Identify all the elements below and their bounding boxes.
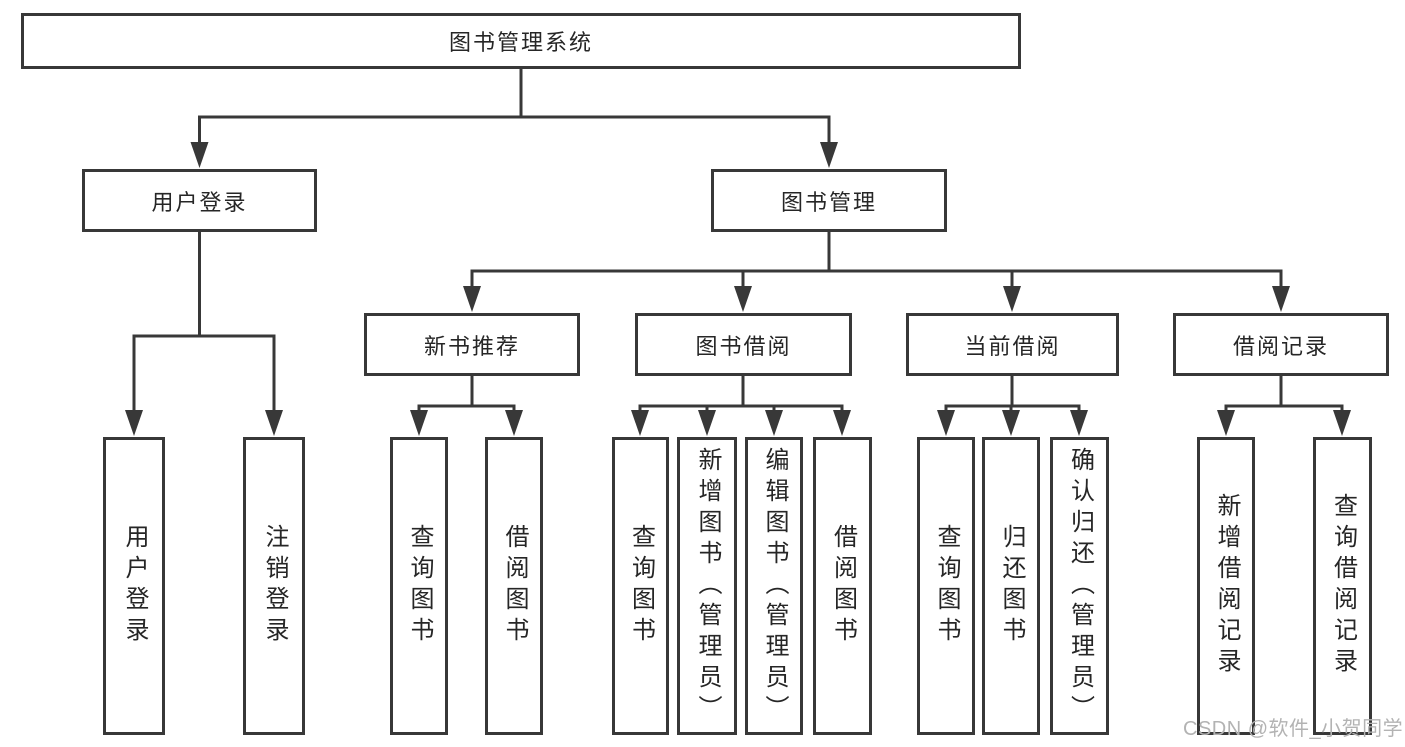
node-return-books: 归还图书	[982, 437, 1040, 735]
node-confirm-return-admin: 确认归还（管理员）	[1050, 437, 1109, 735]
node-label: 借阅图书	[829, 524, 857, 648]
arrowheads	[125, 142, 1351, 436]
node-label: 注销登录	[261, 524, 288, 648]
node-borrow-books-1: 借阅图书	[485, 437, 543, 735]
node-label: 图书管理	[780, 189, 877, 215]
node-leaf-user-login: 用户登录	[103, 437, 165, 735]
node-label: 查询图书	[627, 524, 655, 648]
node-current-borrowing: 当前借阅	[906, 313, 1119, 376]
node-label: 用户登录	[151, 189, 248, 215]
node-label: 借阅记录	[1232, 333, 1329, 359]
node-label: 新增图书（管理员）	[694, 446, 721, 726]
node-label: 编辑图书（管理员）	[761, 446, 788, 726]
node-label: 新增借阅记录	[1213, 493, 1240, 679]
node-label: 查询借阅记录	[1329, 493, 1357, 679]
node-query-books-3: 查询图书	[917, 437, 975, 735]
node-borrowing-records: 借阅记录	[1173, 313, 1389, 376]
node-book-management: 图书管理	[711, 169, 947, 232]
node-library-management-system: 图书管理系统	[21, 13, 1021, 69]
node-book-borrowing: 图书借阅	[635, 313, 852, 376]
node-label: 查询图书	[406, 524, 433, 648]
node-label: 用户登录	[121, 524, 148, 648]
node-borrow-books-2: 借阅图书	[813, 437, 872, 735]
node-label: 当前借阅	[964, 333, 1061, 359]
node-edit-books-admin: 编辑图书（管理员）	[745, 437, 803, 735]
node-label: 借阅图书	[501, 524, 528, 648]
node-user-login: 用户登录	[82, 169, 317, 232]
node-add-borrow-record: 新增借阅记录	[1197, 437, 1255, 735]
node-label: 新书推荐	[423, 333, 520, 359]
node-query-books-1: 查询图书	[390, 437, 448, 735]
node-query-borrow-record: 查询借阅记录	[1313, 437, 1372, 735]
node-label: 确认归还（管理员）	[1066, 446, 1094, 726]
node-leaf-logout: 注销登录	[243, 437, 305, 735]
node-label: 归还图书	[998, 524, 1025, 648]
node-query-books-2: 查询图书	[612, 437, 669, 735]
node-label: 图书借阅	[695, 333, 792, 359]
csdn-watermark: CSDN @软件_小贺同学	[1183, 718, 1404, 740]
node-label: 查询图书	[933, 524, 960, 648]
node-label: 图书管理系统	[448, 30, 593, 55]
node-new-book-recommendation: 新书推荐	[364, 313, 580, 376]
node-add-books-admin: 新增图书（管理员）	[677, 437, 737, 735]
